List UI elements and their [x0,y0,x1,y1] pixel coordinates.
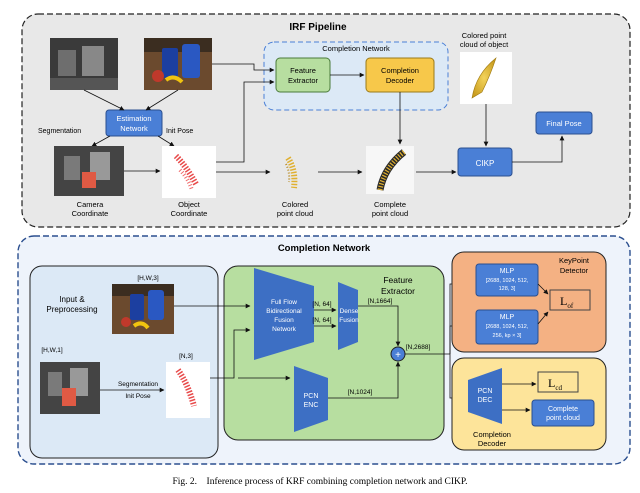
segmentation-arrow-label: Segmentation [118,381,158,388]
camera-coordinate-label-2: Coordinate [72,209,109,218]
estimation-network-box [105,109,163,137]
keypoint-detector-label-1: KeyPoint [559,256,590,265]
keypoint-detector-label-2: Detector [560,266,589,275]
pcn-dec-shape [468,368,502,424]
irf-completion-decoder-box [365,57,435,93]
mlp1-label-2: [2688, 1024, 512, [486,278,529,284]
n1664-label: [N,1664] [368,298,393,305]
n64-label-b: [N, 64] [312,317,331,324]
dense-fusion-label-1: Dense [340,308,359,315]
dim-n3-label: [N,3] [179,353,193,360]
complete-point-cloud-box [531,399,595,427]
irf-pipeline-title: IRF Pipeline [289,22,347,33]
colored-point-cloud-label-2: point cloud [277,209,313,218]
n2688-label: [N,2688] [406,344,431,351]
complete-point-cloud-box-label-1: Complete [548,406,578,413]
colored-point-cloud-label-1: Colored [282,200,308,209]
ffb-label-3: Fusion [274,317,294,324]
complete-point-cloud-box-label-2: point cloud [546,415,580,422]
l-cd-subscript: cd [555,384,562,392]
dense-fusion-label-2: Fusion [339,317,359,324]
mlp2-label-3: 256, kp × 3] [493,333,522,339]
dim-hw1-label: [H,W,1] [41,347,63,354]
estimation-network-label-2: Network [120,124,148,133]
feature-extractor-label-1: Feature [383,275,413,285]
input-preprocessing-label-2: Preprocessing [46,305,97,314]
irf-completion-network-label: Completion Network [322,44,390,53]
input-point-cloud-image [166,362,210,418]
concat-plus-label: + [395,350,401,361]
ffb-label-2: Bidirectional [266,308,302,315]
final-pose-box [535,111,593,135]
init-pose-label: Init Pose [166,128,193,135]
l-of-label: Lof [560,294,574,310]
depth-image-top [50,38,118,90]
completion-decoder-label-1: Completion [473,430,511,439]
rgb-input-image [112,284,174,334]
mlp1-box [475,263,539,297]
complete-point-cloud-label-1: Complete [374,200,406,209]
l-of-subscript: of [567,302,574,310]
pcn-enc-label-2: ENC [304,402,319,409]
irf-feature-extractor-box [275,57,331,93]
mlp1-label-1: MLP [500,268,515,275]
rgb-image-top [144,38,212,90]
completion-decoder-label-2: Decoder [478,439,507,448]
camera-coordinate-image [54,146,124,196]
completion-network-title: Completion Network [278,243,371,254]
irf-completion-decoder-label-2: Decoder [386,76,415,85]
irf-feature-extractor-label-1: Feature [290,66,316,75]
feature-extractor-label-2: Extractor [381,286,415,296]
dim-hw3-label: [H,W,3] [137,275,159,282]
mlp1-label-3: 128, 3] [499,286,516,292]
complete-point-cloud-image [366,146,414,194]
colored-point-cloud-of-object-label-1: Colored point [462,31,508,40]
l-of-box [549,289,591,311]
mlp2-label-2: [2688, 1024, 512, [486,324,529,330]
n64-label-a: [N, 64] [312,301,331,308]
estimation-network-label-1: Estimation [116,114,151,123]
colored-point-cloud-of-object-label-2: cloud of object [460,40,509,49]
l-cd-box [537,371,579,393]
complete-point-cloud-label-2: point cloud [372,209,408,218]
ffb-label-1: Full Flow [271,299,297,306]
depth-input-image [40,362,100,414]
init-pose-arrow-label: Init Pose [125,393,151,400]
cikp-label: CIKP [476,159,495,168]
ffb-network-shape [254,268,314,360]
l-cd-label: Lcd [548,376,562,392]
object-coordinate-label-1: Object [178,200,201,209]
object-coordinate-label-2: Coordinate [171,209,208,218]
pcn-enc-shape [294,366,328,432]
pcn-dec-label-1: PCN [478,388,493,395]
figure-caption: Fig. 2. Inference process of KRF combini… [173,476,468,487]
colored-point-cloud-image [285,156,298,189]
mlp2-label-1: MLP [500,314,515,321]
pcn-enc-label-1: PCN [304,393,319,400]
segmentation-label: Segmentation [38,128,81,135]
banana-object-image [460,52,512,104]
input-preprocessing-label-1: Input & [59,295,85,304]
camera-coordinate-label-1: Camera [77,200,105,209]
dense-fusion-shape [338,282,358,350]
mlp2-box [475,309,539,345]
irf-feature-extractor-label-2: Extractor [288,76,319,85]
n1024-label: [N,1024] [348,389,373,396]
irf-completion-decoder-label-1: Completion [381,66,419,75]
pcn-dec-label-2: DEC [478,397,493,404]
object-coordinate-points [162,146,216,198]
final-pose-label: Final Pose [546,119,581,128]
ffb-label-4: Network [272,326,297,333]
